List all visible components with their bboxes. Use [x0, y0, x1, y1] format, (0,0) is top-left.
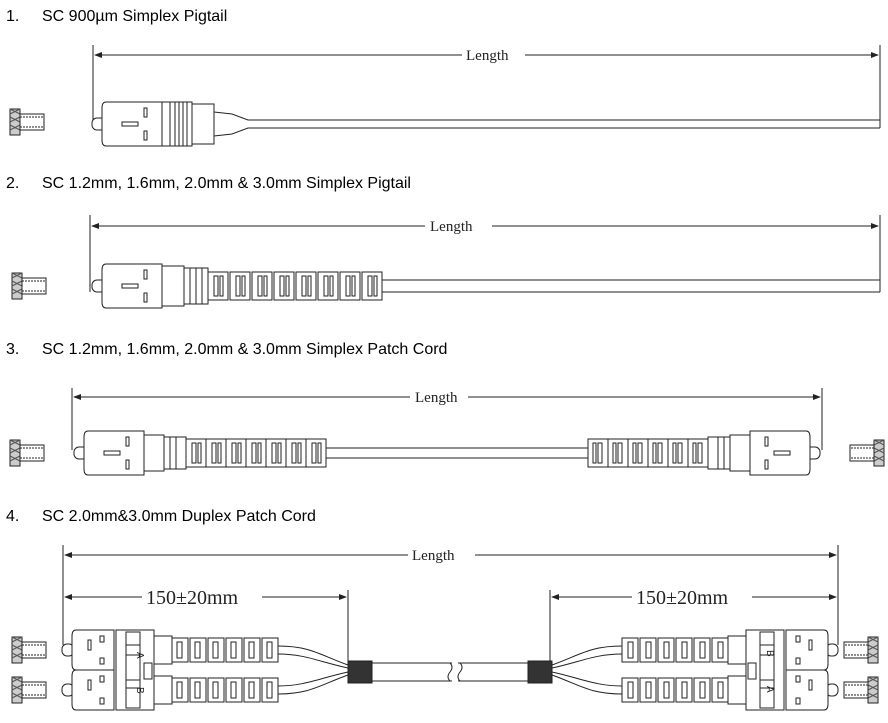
- port-a-label: A: [134, 652, 145, 659]
- length-label: Length: [466, 48, 509, 64]
- section-3-diagram: Length: [9, 388, 885, 476]
- section-2-title: 2.SC 1.2mm, 1.6mm, 2.0mm & 3.0mm Simplex…: [6, 175, 411, 192]
- section-4-title: 4.SC 2.0mm&3.0mm Duplex Patch Cord: [6, 508, 316, 525]
- length-label: Length: [412, 548, 455, 564]
- dust-cap-icon: [11, 272, 47, 300]
- breakout-length-left: 150±20mm: [146, 587, 239, 609]
- section-1-title: 1.SC 900µm Simplex Pigtail: [6, 8, 228, 25]
- port-b-label: B: [134, 687, 145, 694]
- dust-cap-icon: [11, 636, 47, 664]
- fiber-900um: [213, 111, 880, 137]
- cable-jacket: [382, 279, 880, 293]
- breakout-tube-right: [527, 660, 553, 684]
- length-label: Length: [430, 219, 473, 235]
- cable-jacket: [326, 447, 590, 459]
- port-a-label-right: A: [764, 686, 775, 693]
- section-4-diagram: Length 150±20mm 150±20mm A B: [11, 545, 879, 711]
- dust-cap-icon: [11, 676, 47, 704]
- sc-connector: [91, 263, 163, 309]
- connector-boot: [161, 101, 880, 147]
- duplex-connector-right: [551, 629, 839, 711]
- dust-cap-icon: [843, 676, 879, 704]
- section-3-title: 3.SC 1.2mm, 1.6mm, 2.0mm & 3.0mm Simplex…: [6, 341, 448, 358]
- cable-jacket-break: [372, 662, 528, 682]
- breakout-length-right: 150±20mm: [636, 587, 729, 609]
- dust-cap-icon: [9, 108, 45, 136]
- port-b-label-right: B: [764, 650, 775, 657]
- dust-cap-icon: [843, 636, 879, 664]
- sc-connector: [91, 101, 163, 147]
- connector-right: [587, 430, 821, 476]
- section-2-diagram: Length: [11, 215, 881, 309]
- length-label: Length: [415, 390, 458, 406]
- sc-connector-left: [73, 430, 145, 476]
- dust-cap-icon: [9, 439, 45, 467]
- section-1-diagram: Length: [9, 45, 881, 147]
- duplex-connector-left: A B: [61, 629, 349, 711]
- breakout-tube-left: [347, 660, 373, 684]
- dust-cap-icon: [849, 439, 885, 467]
- connector-boot: [161, 265, 383, 307]
- connector-boot-left: [143, 434, 327, 472]
